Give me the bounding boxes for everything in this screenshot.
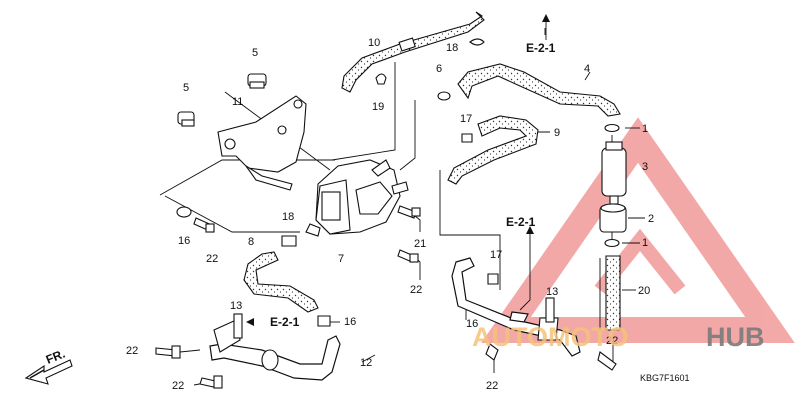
ref-label-top: E-2-1 — [526, 41, 556, 55]
clip-18-top — [375, 38, 485, 85]
grommet-5-top — [247, 73, 267, 89]
ref-arrow-left — [246, 318, 254, 326]
watermark: AUTOMOTO HUB — [472, 322, 765, 352]
callout-11: 11 — [232, 96, 243, 108]
ref-label-left: E-2-1 — [270, 315, 300, 329]
callout-18-top: 18 — [446, 42, 458, 54]
callout-9: 9 — [554, 127, 560, 139]
callout-16-right: 17 — [490, 249, 502, 261]
bracket-11 — [217, 95, 307, 191]
clip-1-lower — [604, 238, 620, 248]
callout-1-top: 1 — [642, 123, 648, 135]
callout-6: 6 — [436, 63, 442, 75]
callout-20-top: 21 — [414, 238, 426, 250]
callout-16-left: 16 — [344, 316, 356, 328]
callout-17-top: 17 — [460, 113, 472, 125]
callout-13-left: 13 — [230, 300, 242, 312]
callout-8: 8 — [248, 236, 254, 248]
callout-2: 2 — [648, 213, 654, 225]
bolt-22-left-b — [199, 375, 223, 389]
ref-label-mid: E-2-1 — [506, 215, 536, 229]
callout-13-right: 13 — [546, 286, 558, 298]
callouts: 10 18 19 5 5 11 6 4 1 17 9 3 2 1 20 16 2… — [126, 37, 654, 392]
bolt-22-left-a — [155, 345, 181, 359]
clip-16-left — [317, 315, 331, 327]
clip-17-lower — [281, 235, 297, 247]
callout-12: 12 — [360, 357, 372, 369]
callout-14: 16 — [466, 318, 478, 330]
diagram-code: KBG7F1601 — [640, 373, 690, 383]
callout-1-mid: 1 — [642, 237, 648, 249]
callout-7: 7 — [338, 253, 344, 265]
clip-16-right — [487, 273, 499, 285]
ref-arrow-top — [542, 14, 550, 22]
callout-18-mid: 19 — [372, 101, 384, 113]
clip-6 — [437, 91, 451, 101]
pipe-14 — [451, 257, 581, 357]
pipe-12 — [209, 319, 341, 381]
bolt-20-lower — [397, 249, 419, 263]
callout-4: 4 — [584, 63, 590, 75]
valve-7 — [305, 159, 409, 237]
callout-10: 10 — [368, 37, 380, 49]
filter-3 — [601, 141, 627, 205]
grommet-5-left — [177, 111, 195, 127]
clip-1-upper — [604, 123, 620, 133]
grommet-2 — [599, 203, 627, 233]
watermark-part-a: AUTOMOTO — [472, 322, 629, 352]
watermark-part-b: HUB — [706, 322, 765, 352]
ref-arrow-mid — [526, 226, 534, 234]
callout-5-left: 5 — [183, 82, 189, 94]
washer-15 — [176, 206, 192, 218]
tube-19 — [605, 255, 621, 331]
bolt-22-right-a — [485, 343, 499, 361]
hose-4 — [457, 63, 621, 117]
callout-22-right: 22 — [606, 335, 618, 347]
bolt-21 — [193, 217, 215, 233]
callout-5-top: 5 — [252, 47, 258, 59]
callout-22-right-bottom: 22 — [486, 380, 498, 392]
front-label: FR. — [44, 347, 67, 367]
callout-3: 3 — [642, 161, 648, 173]
hose-9 — [447, 115, 539, 185]
bolt-22-right-b — [597, 351, 617, 371]
clip-13-right — [545, 297, 555, 323]
hose-10 — [341, 11, 485, 93]
callout-20-bottom: 22 — [410, 284, 422, 296]
callout-22-left-bottom: 22 — [172, 380, 184, 392]
callout-17-mid: 18 — [282, 211, 294, 223]
callout-19: 20 — [638, 285, 650, 297]
clip-13-left — [233, 313, 243, 339]
callout-22-left-top: 22 — [126, 345, 138, 357]
hose-8 — [243, 251, 319, 313]
front-arrow-icon — [24, 359, 73, 385]
callout-15: 16 — [178, 235, 190, 247]
callout-21: 22 — [206, 253, 218, 265]
bolt-20-upper — [397, 205, 421, 219]
clip-17-upper — [461, 133, 473, 143]
